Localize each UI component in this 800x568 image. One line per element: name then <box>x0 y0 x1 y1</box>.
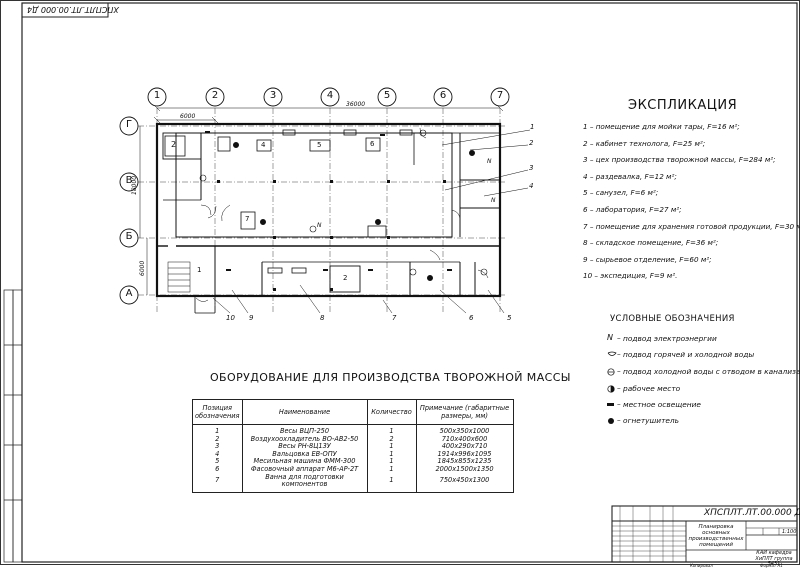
explication-item: 5 – санузел, F=6 м²; <box>583 188 659 197</box>
table-header-row: Позиция обозначения Наименование Количес… <box>192 399 514 425</box>
equip-mark-2a: 2 <box>171 140 177 149</box>
title-block-name: Планировка основных производственных пом… <box>688 524 744 548</box>
explication-item: 10 – экспедиция, F=9 м². <box>583 271 678 280</box>
equipment-title: ОБОРУДОВАНИЕ ДЛЯ ПРОИЗВОДСТВА ТВОРОЖНОЙ … <box>210 371 571 384</box>
dimension-overall: 36000 <box>346 101 366 108</box>
axis-number-3: 3 <box>269 90 277 101</box>
electric-icon: N <box>491 197 496 204</box>
axis-bubbles <box>119 87 510 305</box>
title-block-format: Формат А1 <box>760 563 783 568</box>
left-stamp-strip <box>3 289 23 563</box>
room-mark-7: 7 <box>392 314 397 322</box>
axis-number-2: 2 <box>211 90 219 101</box>
axis-number-7: 7 <box>496 90 504 101</box>
legend-item-cold-water-drain: – подвод холодной воды с отводом в канал… <box>617 367 800 376</box>
room-mark-5: 5 <box>507 314 512 322</box>
explication-item: 8 – складское помещение, F=36 м²; <box>583 238 719 247</box>
electric-icon: N <box>607 333 613 342</box>
room-mark-8: 8 <box>320 314 325 322</box>
column-dots <box>217 180 446 291</box>
axis-letter-a: А <box>125 288 133 299</box>
equip-mark-5: 5 <box>317 141 322 149</box>
explication-item: 4 – раздевалка, F=12 м²; <box>583 172 677 181</box>
axis-letter-b: Б <box>125 231 133 242</box>
explication-title: ЭКСПЛИКАЦИЯ <box>628 98 738 113</box>
room-mark-2: 2 <box>529 139 534 147</box>
axis-number-4: 4 <box>326 90 334 101</box>
legend-item-hot-cold-water: – подвод горячей и холодной воды <box>617 350 755 359</box>
axis-lines <box>138 108 505 312</box>
legend-title: УСЛОВНЫЕ ОБОЗНАЧЕНИЯ <box>610 314 735 324</box>
dimensions <box>139 104 504 295</box>
title-block <box>611 505 798 563</box>
room-mark-4: 4 <box>529 182 534 190</box>
legend-item-electricity: – подвод электроэнергии <box>617 334 717 343</box>
floor-plan <box>119 87 531 314</box>
room-mark-9: 9 <box>249 314 254 322</box>
production-hall <box>175 132 453 238</box>
equipment-blocks <box>217 129 413 274</box>
dimension-corridor: 6000 <box>139 260 146 276</box>
title-block-code: ХПСПЛТ.ЛТ.00.000 Д4 <box>704 508 800 518</box>
drawing-code-top: ХПСПЛТ.ЛТ.00.000 Д4 <box>27 5 119 14</box>
equip-mark-2b: 2 <box>343 274 348 282</box>
equip-mark-6: 6 <box>370 140 375 148</box>
electric-icon: N <box>317 222 322 229</box>
column-header-name: Наименование <box>241 399 368 425</box>
explication-item: 6 – лаборатория, F=27 м²; <box>583 205 682 214</box>
markers <box>199 129 488 281</box>
column-header-position: Позиция обозначения <box>192 399 243 425</box>
equip-mark-4: 4 <box>261 141 266 149</box>
dimension-bay: 6000 <box>180 113 196 120</box>
title-block-scale: 1:100 <box>782 529 797 535</box>
axis-letter-v: В <box>125 175 133 186</box>
equipment-table: Позиция обозначения Наименование Количес… <box>192 399 514 493</box>
dimension-depth: 18000 <box>131 175 138 195</box>
title-block-org: КАИ кафедра ХиПЛТ группа 5431 <box>755 550 793 567</box>
leader-lines <box>212 129 531 314</box>
equip-mark-7: 7 <box>245 215 250 223</box>
column-header-note: Примечание (габаритные размеры, мм) <box>415 399 514 425</box>
legend-item-workplace: – рабочее место <box>617 384 681 393</box>
explication-item: 2 – кабинет технолога, F=25 м²; <box>583 139 706 148</box>
explication-item: 3 – цех производства творожной массы, F=… <box>583 155 776 164</box>
legend-symbols <box>607 351 617 424</box>
room-mark-10: 10 <box>226 314 235 322</box>
local-lights <box>205 131 452 271</box>
title-block-copied: Копировал <box>690 563 713 568</box>
top-code-box <box>21 2 109 18</box>
axis-number-1: 1 <box>153 90 161 101</box>
explication-item: 9 – сырьевое отделение, F=60 м²; <box>583 255 712 264</box>
equip-mark-1: 1 <box>197 266 202 274</box>
room-mark-6: 6 <box>469 314 474 322</box>
legend-item-extinguisher: – огнетушитель <box>617 416 680 425</box>
explication-item: 1 – помещение для мойки тары, F=16 м²; <box>583 122 740 131</box>
room-mark-1: 1 <box>530 123 535 131</box>
sheet-inner-frame <box>21 2 798 563</box>
axis-letter-g: Г <box>125 119 133 130</box>
column-header-quantity: Количество <box>366 399 417 425</box>
outer-walls <box>155 122 502 298</box>
legend-item-local-light: – местное освещение <box>617 400 701 409</box>
explication-item: 7 – помещение для хранения готовой проду… <box>583 222 800 231</box>
stairs <box>167 261 191 293</box>
door-arcs <box>195 127 489 302</box>
room-mark-3: 3 <box>529 164 534 172</box>
axis-number-6: 6 <box>439 90 447 101</box>
axis-number-5: 5 <box>383 90 391 101</box>
electric-icon: N <box>487 158 492 165</box>
